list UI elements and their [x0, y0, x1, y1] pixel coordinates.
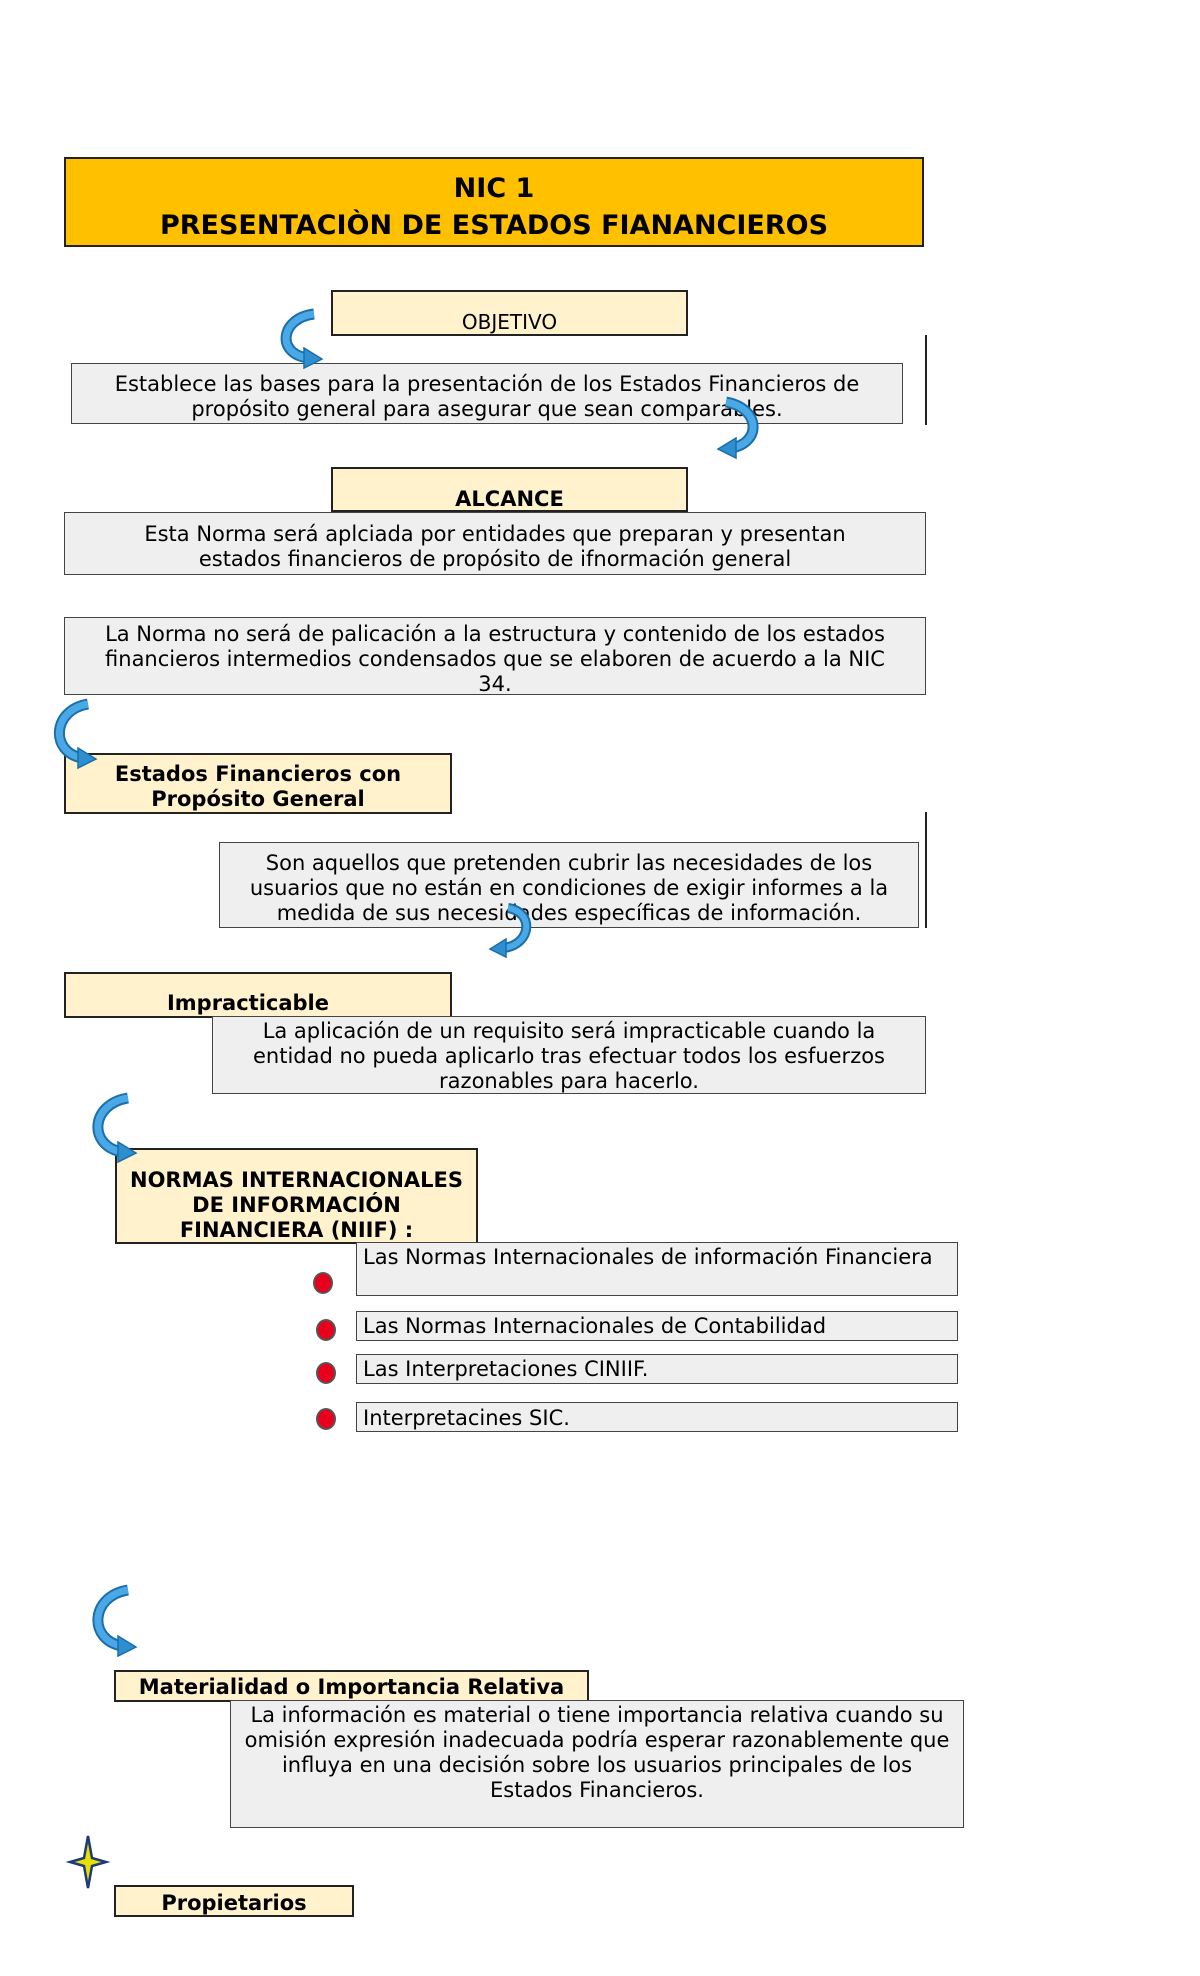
impracticable-heading: Impracticable — [64, 972, 452, 1018]
title-line-1: NIC 1 — [453, 173, 535, 204]
niif-item-1: Las Normas Internacionales de informació… — [356, 1242, 958, 1296]
niif-item-3: Las Interpretaciones CINIIF. — [356, 1354, 958, 1384]
estados-text: Son aquellos que pretenden cubrir las ne… — [219, 842, 919, 928]
curved-arrow-icon — [92, 1092, 138, 1164]
bullet-dot-icon — [316, 1362, 336, 1384]
materialidad-text: La información es material o tiene impor… — [230, 1700, 964, 1828]
curved-arrow-icon — [53, 698, 98, 770]
materialidad-heading: Materialidad o Importancia Relativa — [114, 1670, 589, 1702]
curved-arrow-icon — [92, 1584, 138, 1658]
bullet-dot-icon — [316, 1408, 336, 1430]
curved-arrow-icon — [280, 308, 324, 370]
bullet-dot-icon — [316, 1319, 336, 1341]
alcance-heading: ALCANCE — [331, 467, 688, 512]
curved-arrow-icon — [488, 903, 532, 959]
bullet-dot-icon — [313, 1272, 333, 1294]
impracticable-text: La aplicación de un requisito será impra… — [212, 1016, 926, 1094]
star-icon — [65, 1835, 111, 1889]
objetivo-heading: OBJETIVO — [331, 290, 688, 336]
propietarios-heading: Propietarios — [114, 1885, 354, 1917]
page-title: NIC 1 PRESENTACIÒN DE ESTADOS FIANANCIER… — [64, 157, 924, 247]
niif-item-2: Las Normas Internacionales de Contabilid… — [356, 1311, 958, 1341]
title-line-2: PRESENTACIÒN DE ESTADOS FIANANCIEROS — [159, 210, 829, 241]
alcance-text-1: Esta Norma será aplciada por entidades q… — [64, 512, 926, 575]
niif-item-4: Interpretacines SIC. — [356, 1402, 958, 1432]
niif-heading: NORMAS INTERNACIONALES DE INFORMACIÓN FI… — [115, 1148, 478, 1244]
estados-heading: Estados Financieros con Propósito Genera… — [64, 753, 452, 814]
divider-line — [925, 335, 927, 425]
curved-arrow-icon — [716, 396, 759, 460]
divider-line — [925, 812, 927, 928]
objetivo-text: Establece las bases para la presentación… — [71, 363, 903, 424]
alcance-text-2: La Norma no será de palicación a la estr… — [64, 617, 926, 696]
